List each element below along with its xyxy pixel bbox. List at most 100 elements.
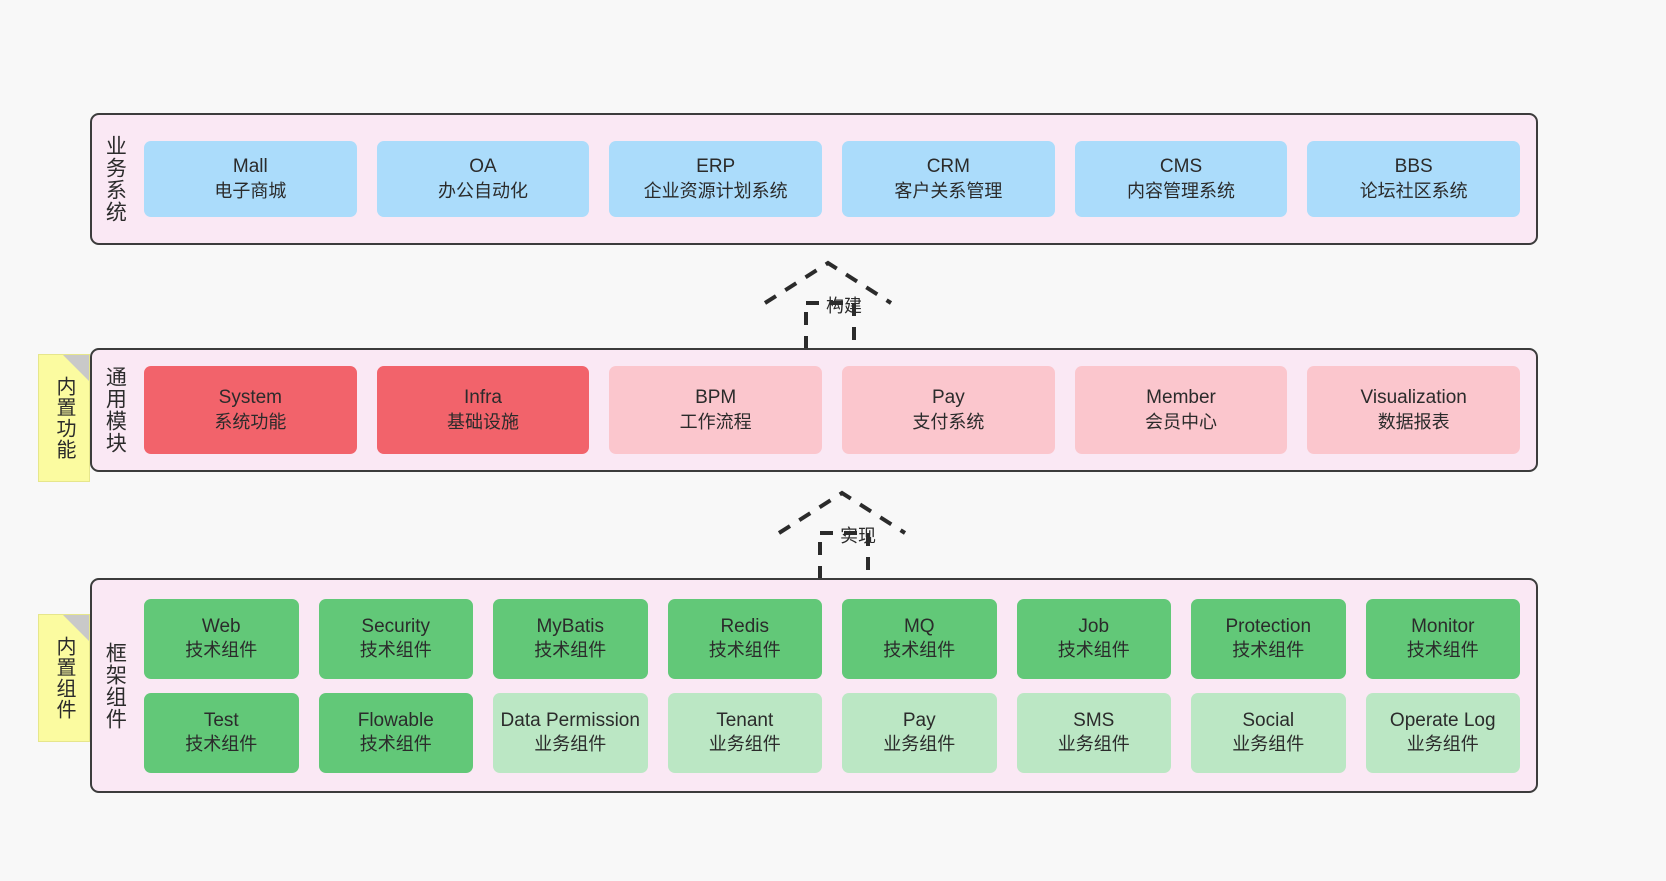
card-title: Mall [232,156,268,178]
card-subtitle: 技术组件 [883,640,956,661]
folded-corner-icon [63,355,89,381]
card-infra[interactable]: Infra 基础设施 [376,366,590,454]
card-title: Member [1146,387,1216,409]
card-data-permission[interactable]: Data Permission 业务组件 [493,692,648,773]
card-subtitle: 内容管理系统 [1127,180,1236,201]
layer-business-systems: 业务系统 Mall 电子商城 OA 办公自动化 ERP 企业资源计划系统 CRM… [90,113,1538,245]
card-title: Redis [720,615,770,637]
card-title: System [218,387,283,409]
framework-tech-row: Web 技术组件 Security 技术组件 MyBatis 技术组件 Redi… [144,598,1520,679]
card-title: CMS [1159,156,1203,178]
card-title: Security [361,615,431,637]
card-subtitle: 技术组件 [708,640,781,661]
card-subtitle: 系统功能 [214,411,287,432]
card-subtitle: 技术组件 [359,640,432,661]
note-builtin-feature: 内置功能 [38,354,90,482]
card-subtitle: 工作流程 [679,411,752,432]
card-subtitle: 技术组件 [1232,640,1305,661]
connector-build: 构建 [760,258,920,354]
layer-label-business: 业务系统 [103,135,127,223]
generalization-arrow-icon [763,260,893,352]
business-card-row: Mall 电子商城 OA 办公自动化 ERP 企业资源计划系统 CRM 客户关系… [144,141,1521,217]
card-subtitle: 支付系统 [912,411,985,432]
card-subtitle: 客户关系管理 [894,180,1003,201]
card-title: Web [201,615,241,637]
card-test[interactable]: Test 技术组件 [144,692,299,773]
card-mq[interactable]: MQ 技术组件 [842,598,997,679]
card-tenant[interactable]: Tenant 业务组件 [667,692,822,773]
card-sms[interactable]: SMS 业务组件 [1016,692,1171,773]
card-visualization[interactable]: Visualization 数据报表 [1307,366,1521,454]
generalization-arrow-icon [777,490,907,582]
card-title: Infra [463,387,503,409]
card-subtitle: 企业资源计划系统 [643,180,788,201]
card-title: Pay [931,387,965,409]
card-protection[interactable]: Protection 技术组件 [1191,598,1346,679]
card-subtitle: 基础设施 [447,411,519,432]
layer-body-module: System 系统功能 Infra 基础设施 BPM 工作流程 Pay 支付系统… [136,350,1536,470]
card-mybatis[interactable]: MyBatis 技术组件 [493,598,648,679]
card-title: BPM [695,387,737,409]
card-subtitle: 技术组件 [359,734,432,755]
card-title: Pay [902,709,936,731]
card-social[interactable]: Social 业务组件 [1191,692,1346,773]
card-title: Social [1242,709,1295,731]
card-subtitle: 论坛社区系统 [1359,180,1468,201]
card-subtitle: 业务组件 [1232,734,1305,755]
card-subtitle: 业务组件 [1057,734,1130,755]
card-redis[interactable]: Redis 技术组件 [667,598,822,679]
card-title: Data Permission [500,709,640,731]
module-card-row: System 系统功能 Infra 基础设施 BPM 工作流程 Pay 支付系统… [144,366,1521,454]
card-title: MQ [903,615,935,637]
card-subtitle: 技术组件 [534,640,607,661]
card-mall[interactable]: Mall 电子商城 [144,141,357,217]
card-subtitle: 业务组件 [708,734,781,755]
card-subtitle: 技术组件 [1057,640,1130,661]
card-title: MyBatis [536,615,605,637]
connector-build-label: 构建 [826,296,862,316]
card-web[interactable]: Web 技术组件 [144,598,299,679]
card-subtitle: 会员中心 [1145,411,1218,432]
card-title: SMS [1073,709,1115,731]
card-bpm[interactable]: BPM 工作流程 [609,366,823,454]
card-title: OA [469,156,497,178]
card-monitor[interactable]: Monitor 技术组件 [1365,598,1520,679]
card-flowable[interactable]: Flowable 技术组件 [318,692,473,773]
note-label: 内置组件 [53,636,75,720]
card-erp[interactable]: ERP 企业资源计划系统 [609,141,823,217]
card-member[interactable]: Member 会员中心 [1074,366,1288,454]
card-job[interactable]: Job 技术组件 [1016,598,1171,679]
card-subtitle: 电子商城 [214,180,287,201]
card-subtitle: 办公自动化 [438,180,528,201]
card-title: CRM [926,156,970,178]
card-title: Operate Log [1389,709,1496,731]
card-title: Test [203,709,239,731]
card-title: Flowable [357,709,434,731]
layer-body-business: Mall 电子商城 OA 办公自动化 ERP 企业资源计划系统 CRM 客户关系… [136,115,1536,243]
card-pay-component[interactable]: Pay 业务组件 [842,692,997,773]
card-subtitle: 业务组件 [534,734,607,755]
card-pay-module[interactable]: Pay 支付系统 [842,366,1055,454]
layer-label-framework: 框架组件 [103,641,127,730]
card-title: Job [1078,615,1110,637]
card-system[interactable]: System 系统功能 [144,366,357,454]
card-title: Protection [1225,615,1312,637]
card-crm[interactable]: CRM 客户关系管理 [842,141,1055,217]
note-label: 内置功能 [53,376,75,460]
card-subtitle: 技术组件 [1406,640,1479,661]
framework-biz-row: Test 技术组件 Flowable 技术组件 Data Permission … [144,692,1520,773]
card-oa[interactable]: OA 办公自动化 [376,141,590,217]
layer-framework-components: 框架组件 Web 技术组件 Security 技术组件 MyBatis 技术组件… [90,578,1538,793]
card-title: Monitor [1411,615,1475,637]
layer-label-module: 通用模块 [103,366,127,454]
card-subtitle: 技术组件 [185,734,258,755]
card-operate-log[interactable]: Operate Log 业务组件 [1365,692,1520,773]
card-title: Visualization [1360,387,1467,409]
card-subtitle: 数据报表 [1377,411,1450,432]
card-cms[interactable]: CMS 内容管理系统 [1074,141,1288,217]
card-subtitle: 业务组件 [1406,734,1479,755]
card-bbs[interactable]: BBS 论坛社区系统 [1307,141,1521,217]
note-builtin-component: 内置组件 [38,614,90,742]
card-security[interactable]: Security 技术组件 [318,598,473,679]
